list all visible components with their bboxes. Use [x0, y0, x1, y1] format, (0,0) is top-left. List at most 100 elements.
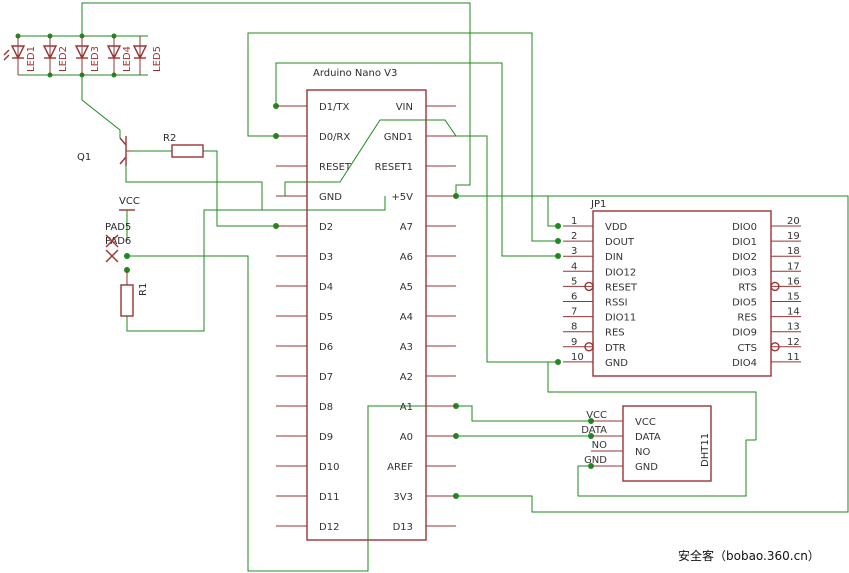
nano-right-pin-label: A1	[400, 402, 413, 413]
q1-label: Q1	[77, 152, 91, 163]
jp1-left-pin-label: RES	[605, 328, 625, 339]
jp1-right-pin-label: DIO5	[732, 298, 757, 309]
jp1-inversion-bubble	[584, 281, 594, 292]
nano-left-pin-label: D11	[319, 492, 339, 503]
jp1-left-pin-label: DOUT	[605, 237, 635, 248]
jp1-right-pin-label: DIO4	[732, 358, 757, 369]
dht11-body	[622, 405, 712, 482]
jp1-right-pin-label: DIO2	[732, 252, 757, 263]
jp1-right-pin-number: 18	[787, 246, 800, 257]
nano-right-pin-label: A2	[400, 372, 413, 383]
nano-right-pin-label: A0	[400, 432, 413, 443]
jp1-left-pin-label: GND	[605, 358, 628, 369]
led-4: LED4	[106, 36, 133, 75]
nano-right-pin-label: A5	[400, 282, 413, 293]
nano-right-pin-label: RESET1	[375, 162, 413, 173]
nano-right-pin-label: A6	[400, 252, 413, 263]
nano-left-pin-label: D3	[319, 252, 333, 263]
led-2: LED2	[42, 36, 69, 75]
jp1-right-pin-number: 12	[787, 337, 800, 348]
jp1-right-pin-label: RTS	[738, 282, 757, 293]
dht11-inner-label: GND	[635, 462, 658, 473]
nano-left-pin-label: RESET	[319, 162, 352, 173]
nano-body	[306, 89, 427, 541]
wire-led-to-q1	[81, 75, 121, 138]
nano-right-pin-label: D13	[393, 522, 413, 533]
nano-left-pin-label: D2	[319, 222, 333, 233]
nano-right-pin-label: VIN	[396, 102, 413, 113]
dht11-inner-label: DATA	[635, 432, 661, 443]
jp1-left-pin-label: DIO11	[605, 313, 636, 324]
nano-left-pin-label: D12	[319, 522, 339, 533]
pad5-label: PAD5	[105, 222, 131, 233]
dht11-inner-label: NO	[635, 447, 650, 458]
jp1-left-pin-label: DIN	[605, 252, 623, 263]
nano-left-pin-label: D4	[319, 282, 333, 293]
pad5-mark-b	[105, 234, 119, 248]
led-1-label: LED1	[26, 46, 37, 72]
nano-left-pin-label: D6	[319, 342, 333, 353]
jp1-left-pin-number: 9	[571, 337, 577, 348]
nano-right-pin-label: 3V3	[393, 492, 413, 503]
jp1-right-pin-number: 20	[787, 216, 800, 227]
jp1-body	[592, 210, 772, 377]
nano-left-pins: D1/TXD0/RXRESETGNDD2D3D4D5D6D7D8D9D10D11…	[276, 102, 352, 533]
wire-q1-emitter-gnd	[125, 166, 386, 211]
r2-label: R2	[163, 133, 176, 144]
jp1-right-pin-number: 16	[787, 276, 800, 287]
jp1-left-pin-number: 7	[571, 307, 577, 318]
jp1-left-pin-label: VDD	[605, 222, 628, 233]
nano-right-pin-label: A7	[400, 222, 413, 233]
nano-right-pins: VINGND1RESET1+5VA7A6A5A4A3A2A1A0AREF3V3D…	[375, 102, 456, 533]
jp1-right-pin-number: 14	[787, 307, 800, 318]
r1-body	[120, 284, 134, 317]
nano-left-pin-label: D7	[319, 372, 333, 383]
jp1-left-pin-number: 4	[571, 261, 577, 272]
jp1-right-pin-label: CTS	[738, 343, 757, 354]
jp1-right-pin-label: DIO0	[732, 222, 757, 233]
wire-gnd1-crossover	[284, 119, 457, 197]
nano-left-pin-label: GND	[319, 192, 342, 203]
led-2-label: LED2	[58, 46, 69, 72]
wire-gnd1-jp1	[456, 135, 558, 363]
jp1-right-pin-label: DIO3	[732, 267, 757, 278]
jp1-right-pin-label: DIO9	[732, 328, 757, 339]
dht11-outer-label: NO	[592, 440, 607, 451]
wire-d0rx	[247, 32, 558, 242]
led-5-label: LED5	[152, 46, 163, 72]
vcc-and-pads: VCC PAD5 PAD6 R1	[105, 196, 149, 317]
junctions	[15, 33, 594, 499]
dht11-outer-label: VCC	[586, 410, 607, 421]
jp1-right-pin-label: DIO1	[732, 237, 757, 248]
jp1-right-pin-number: 13	[787, 322, 800, 333]
nano-right-pin-label: +5V	[391, 192, 413, 203]
led-4-label: LED4	[122, 46, 133, 72]
led-5: LED5	[132, 36, 163, 75]
junction-jp1-2	[555, 238, 561, 244]
led-array: LED1 LED2 LED3 LED4 LED5	[3, 36, 163, 75]
r2-body	[171, 144, 204, 158]
wire-d1tx	[275, 62, 558, 257]
wire-5v	[456, 195, 558, 227]
junction-pad6	[124, 253, 130, 259]
jp1-left-pin-label: RESET	[605, 282, 638, 293]
wire-dht-gnd	[577, 439, 756, 497]
jp1-left-pin-number: 1	[571, 216, 577, 227]
wire-a1-down	[127, 255, 456, 572]
nano-left-pin-label: D9	[319, 432, 333, 443]
jp1-left-pin-number: 8	[571, 322, 577, 333]
jp1-right-pin-number: 15	[787, 292, 800, 303]
junction-jp1-1	[555, 223, 561, 229]
dht11-title: DHT11	[700, 433, 711, 467]
wires	[18, 2, 849, 572]
led-3-label: LED3	[90, 46, 101, 72]
dht11-outer-label: DATA	[581, 425, 607, 436]
jp1-left-pin-number: 2	[571, 231, 577, 242]
jp1-left-pin-label: RSSI	[605, 298, 628, 309]
jp1-connector: JP1 1VDD2DOUT3DIN4DIO125RESET6RSSI7DIO11…	[563, 199, 801, 377]
nano-left-pin-label: D8	[319, 402, 333, 413]
pad6-mark-b	[105, 249, 119, 263]
led-1: LED1	[3, 36, 37, 75]
wire-5v-loop	[456, 195, 849, 513]
